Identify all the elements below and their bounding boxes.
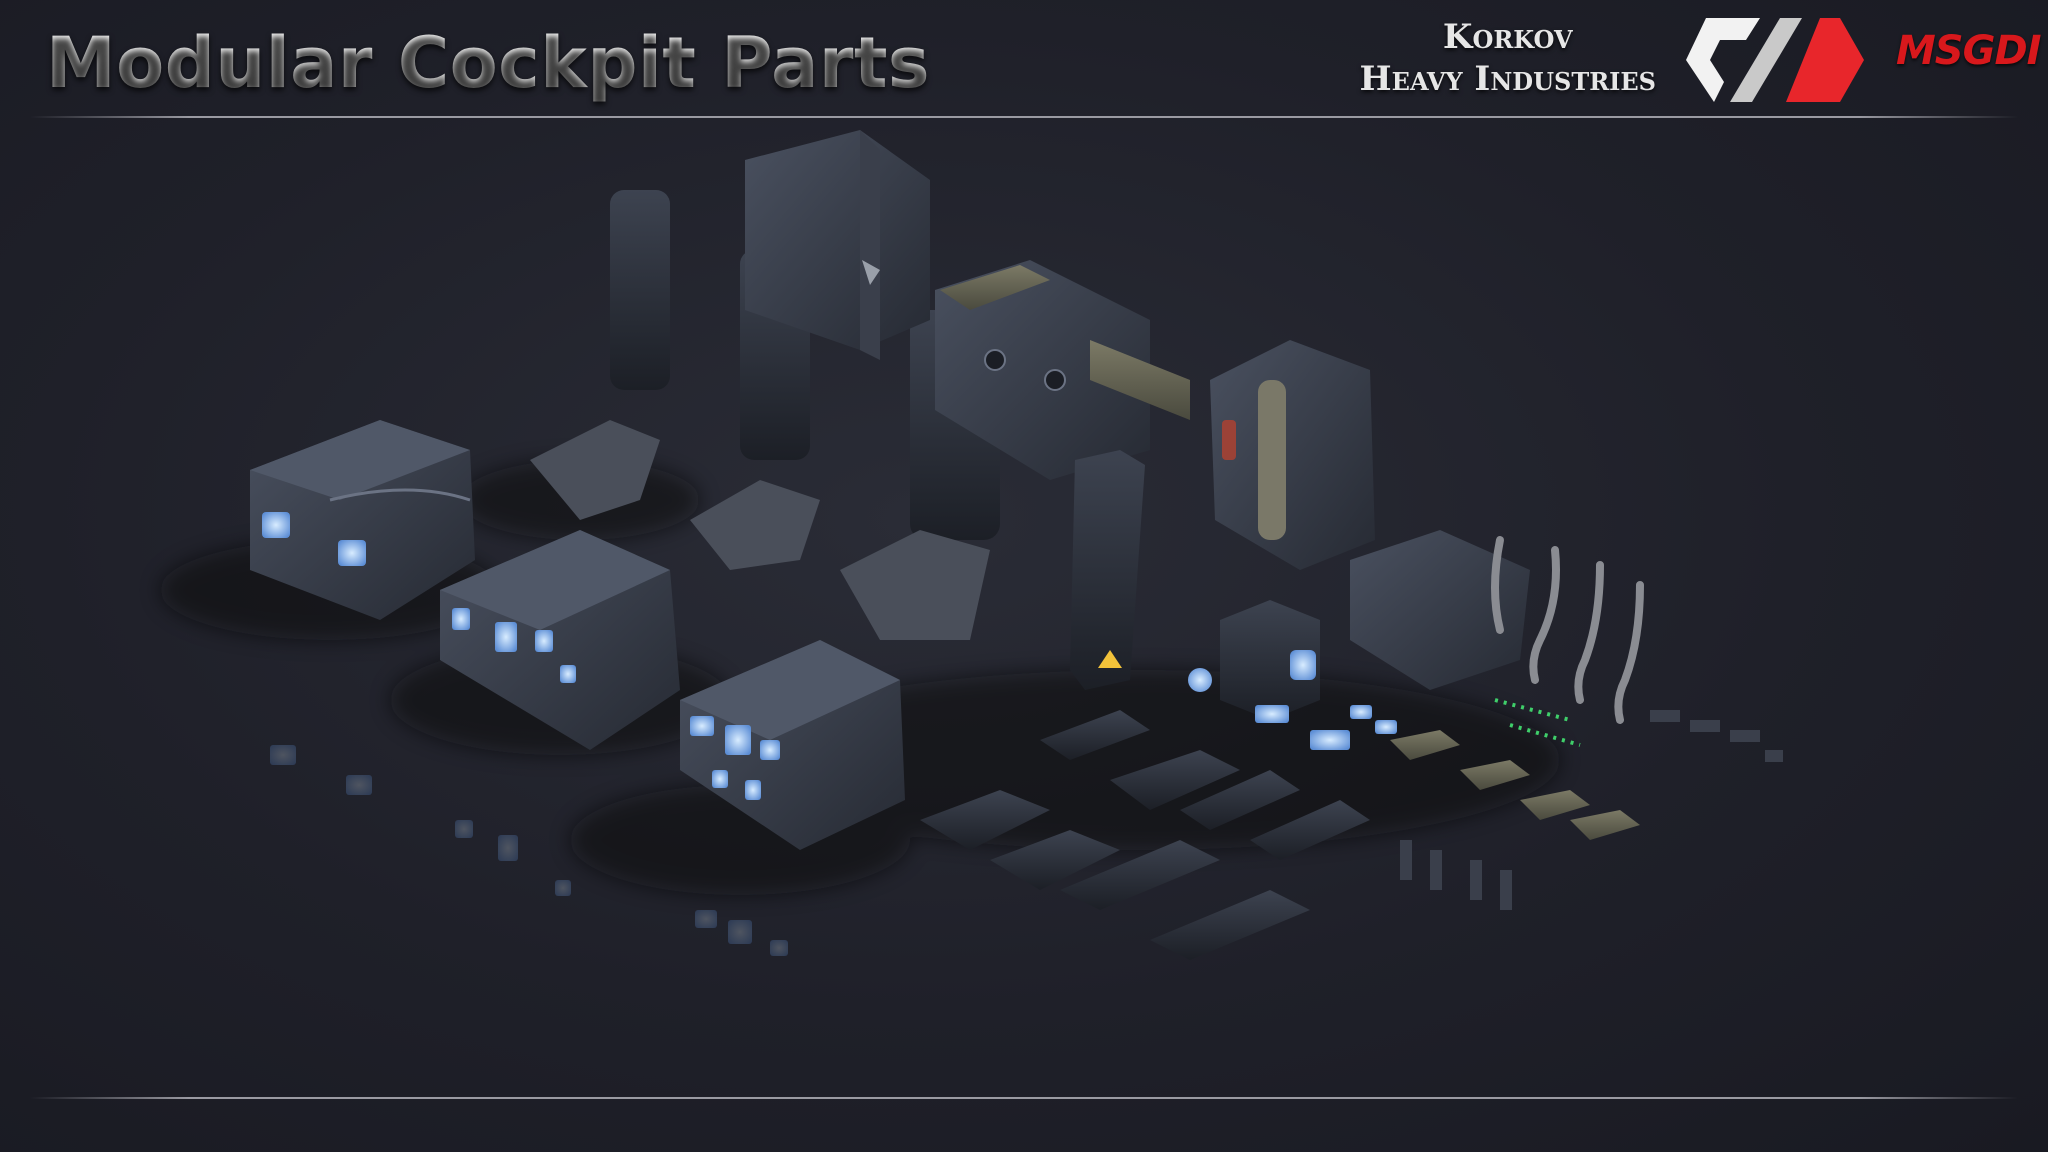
page-title: Modular Cockpit Parts: [46, 22, 931, 104]
long-console: [1350, 530, 1530, 690]
header-divider: [30, 116, 2018, 118]
dashboard-part-2: [440, 530, 680, 750]
bracket-parts: [1390, 730, 1640, 840]
korkov-logo-icon: [1686, 18, 1864, 102]
brand-name: Korkov Heavy Industries: [1360, 16, 1656, 100]
seat-1: [530, 190, 670, 520]
floor-panels: [920, 710, 1370, 960]
cockpit-parts-render: [160, 130, 1783, 960]
dashboard-part-1: [250, 420, 475, 620]
control-box: [1188, 600, 1397, 750]
msgdi-logo: MSGDI: [1896, 28, 2042, 74]
armrest-unit: [1210, 340, 1375, 570]
floor-reflection: [270, 745, 788, 956]
dashboard-part-3: [680, 640, 905, 850]
rear-panel: [745, 130, 930, 360]
brand-line-2: Heavy Industries: [1359, 59, 1656, 99]
side-console: [935, 260, 1190, 480]
pillar-part: [1070, 450, 1145, 690]
brand-line-1: Korkov: [1442, 17, 1573, 57]
footer-divider: [30, 1097, 2018, 1099]
small-fixtures: [1400, 710, 1783, 910]
cable-pipes: [1491, 536, 1644, 724]
indicator-strip: [1494, 698, 1581, 747]
